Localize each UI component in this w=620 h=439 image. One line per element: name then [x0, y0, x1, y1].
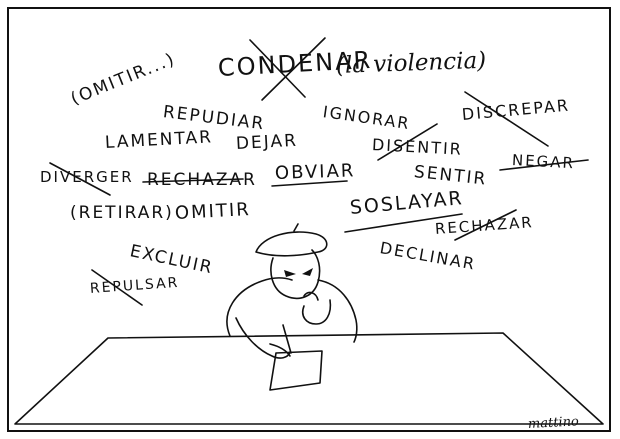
cross-stroke-condenar-1 [249, 39, 306, 98]
strike-negar [499, 159, 589, 171]
table [14, 332, 604, 425]
figure-right-arm [301, 299, 332, 325]
underline-soslayar [344, 213, 463, 233]
figure-hood [270, 249, 321, 300]
strike-disentir [377, 123, 438, 161]
cartoon-frame [7, 7, 611, 432]
strike-rechazar-2 [454, 209, 517, 241]
figure-beret [255, 231, 328, 257]
figure-eyes [284, 268, 313, 277]
word-retirar: (RETIRAR) [70, 203, 174, 223]
figure-left-arm [235, 317, 291, 359]
strike-repulsar [91, 269, 143, 306]
artist-signature: mattino [527, 414, 580, 432]
cross-stroke-condenar-2 [261, 37, 326, 101]
word-diverger: DIVERGER [40, 168, 134, 186]
paper-sheet [269, 350, 323, 391]
underline-obviar [271, 180, 348, 187]
strike-rechazar-1 [142, 178, 244, 183]
strike-diverger [49, 162, 111, 196]
figure-right-shoulder [317, 279, 358, 343]
strike-discrepar [464, 91, 549, 147]
pen [282, 324, 292, 354]
right-eye-slit [302, 268, 313, 276]
figure-left-shoulder [226, 277, 293, 337]
figure-hand [269, 343, 291, 357]
beret-stalk [293, 223, 299, 232]
left-eye-slit [284, 270, 296, 277]
